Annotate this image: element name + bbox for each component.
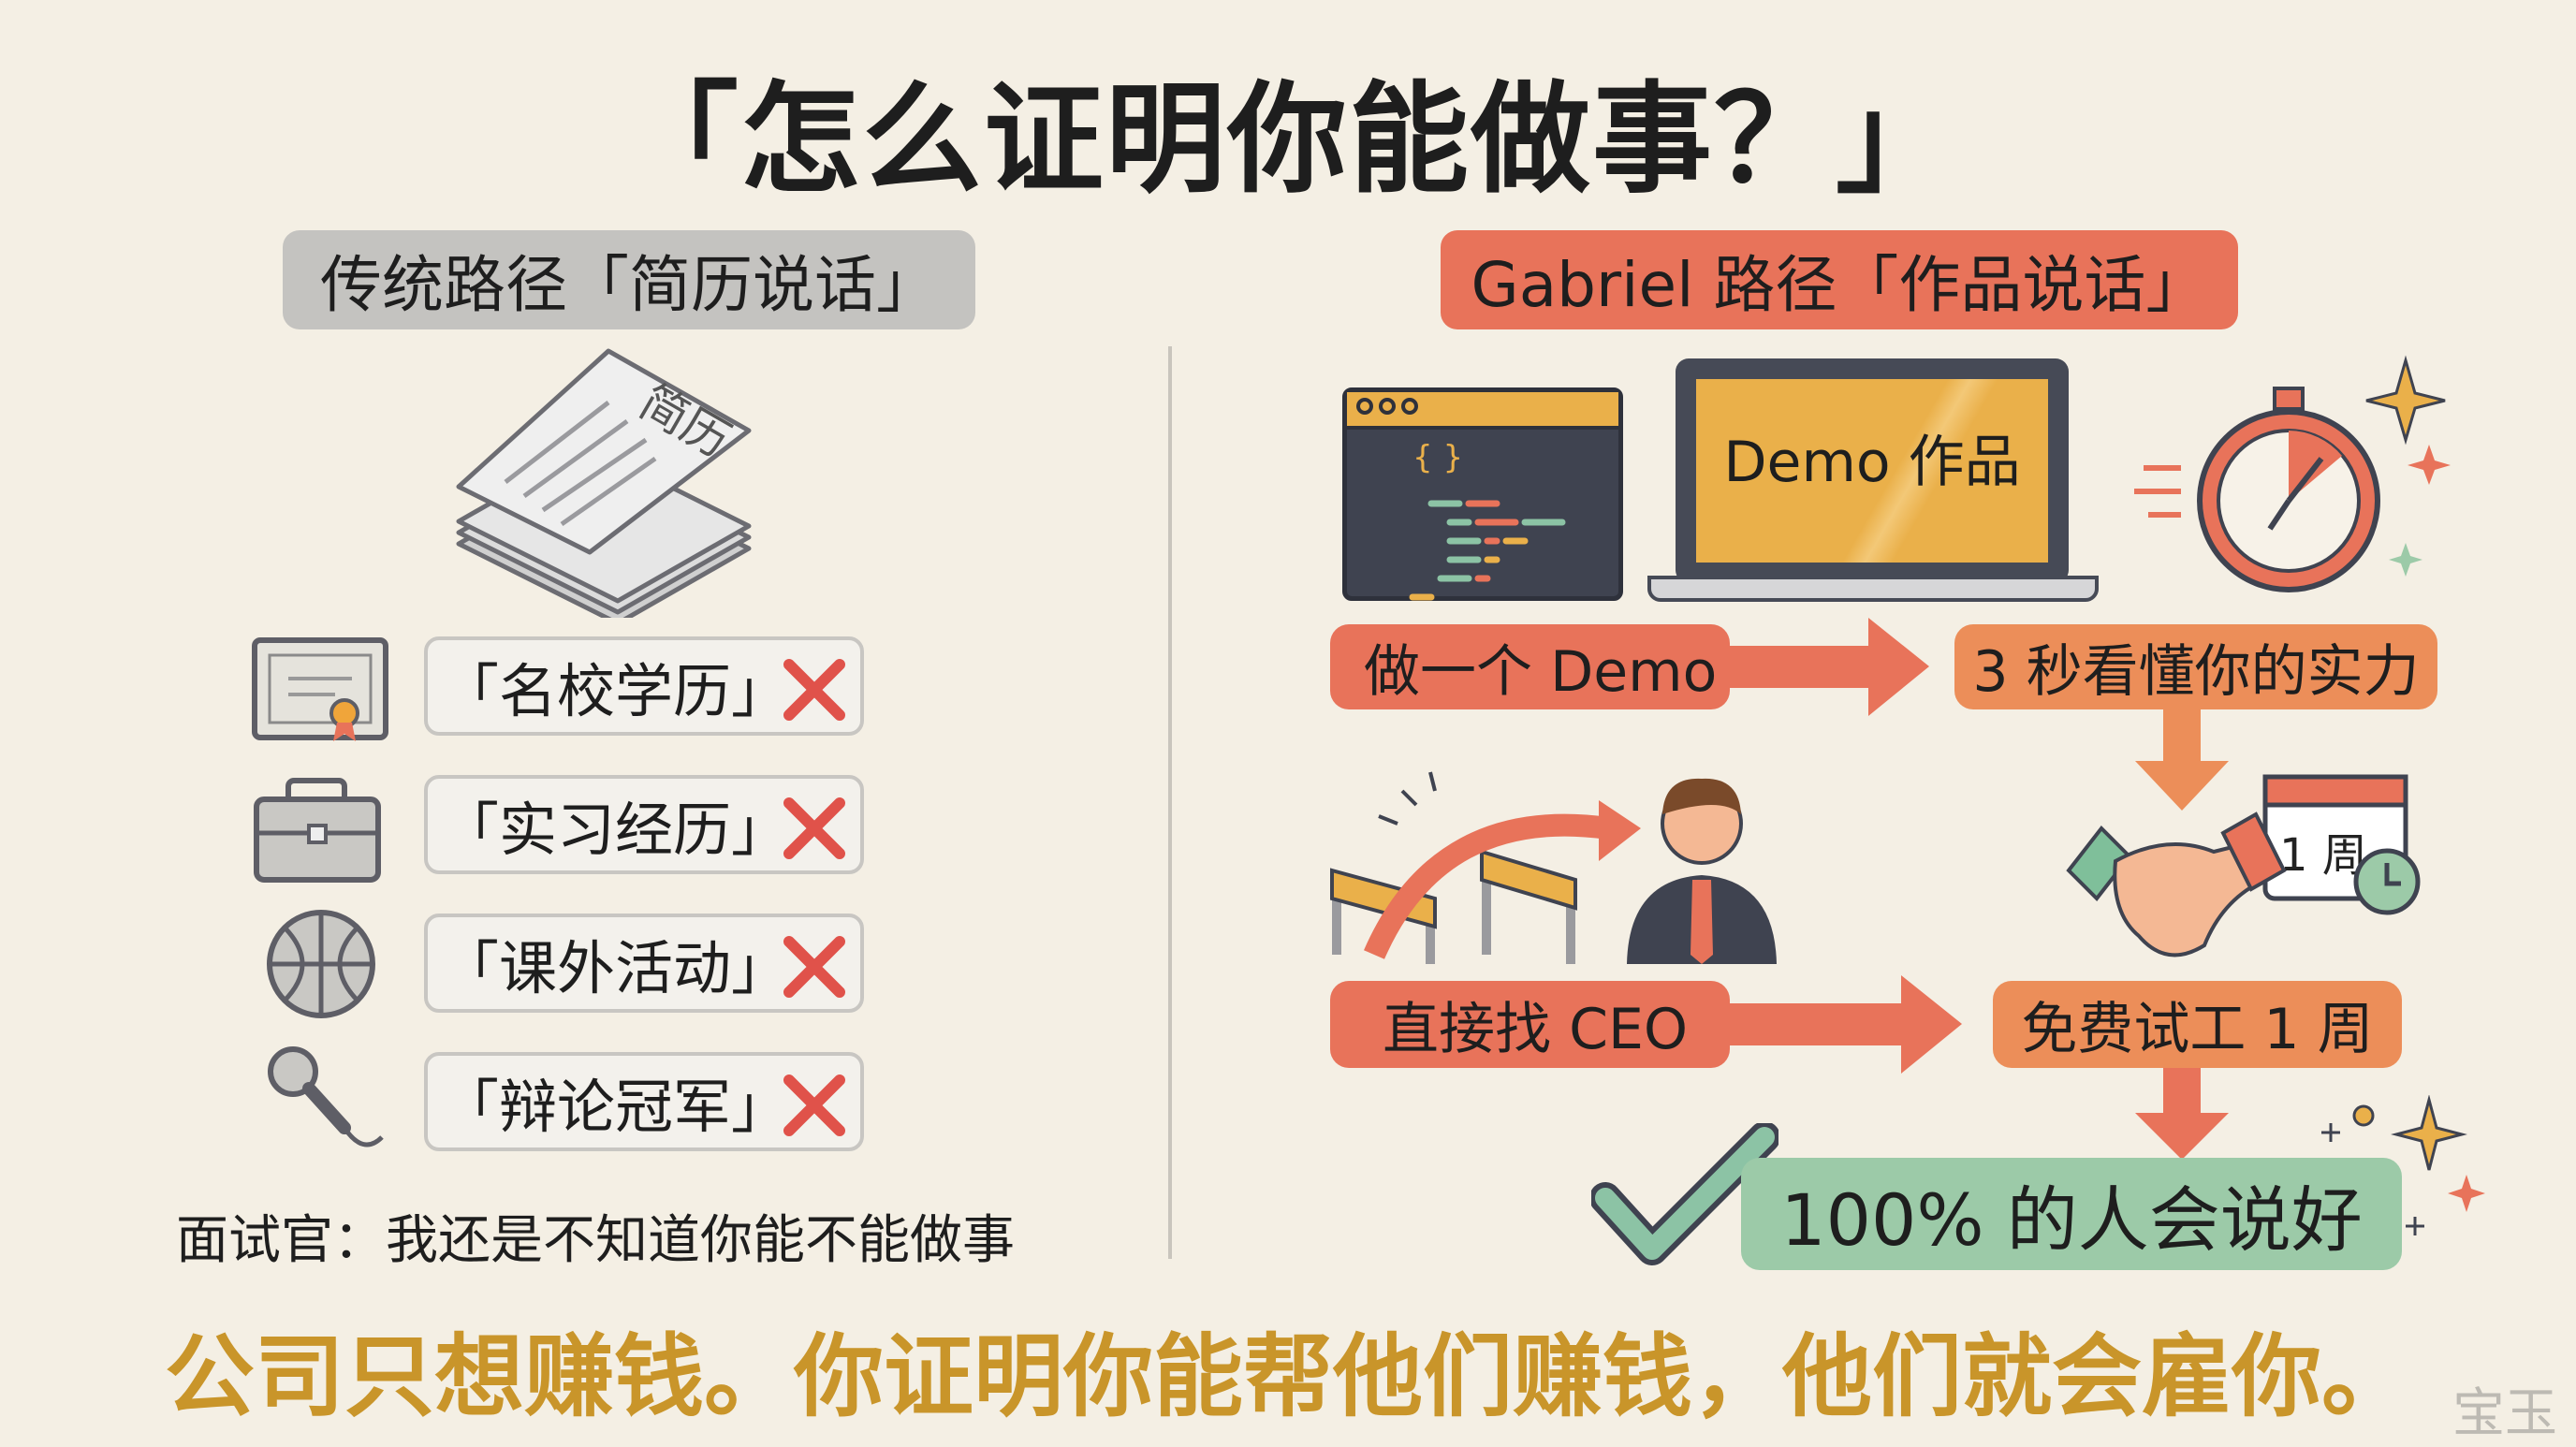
list-item: 「辩论冠军」 bbox=[424, 1052, 864, 1151]
traditional-path-header: 传统路径「简历说话」 bbox=[283, 230, 975, 329]
list-item: 「课外活动」 bbox=[424, 914, 864, 1013]
page-title: 「怎么证明你能做事？」 bbox=[618, 70, 1957, 210]
step-find-ceo: 直接找 CEO bbox=[1330, 981, 1730, 1068]
item-label: 「课外活动」 bbox=[441, 934, 790, 1002]
step-3s-understand: 3 秒看懂你的实力 bbox=[1954, 624, 2437, 709]
basketball-icon bbox=[251, 908, 391, 1020]
arrow-down-icon bbox=[2135, 1068, 2229, 1160]
checkmark-icon bbox=[1591, 1123, 1778, 1265]
code-braces: { } bbox=[1412, 439, 1464, 476]
stopwatch-icon bbox=[2097, 346, 2471, 618]
result-badge: 100% 的人会说好 bbox=[1741, 1158, 2402, 1270]
item-label: 「辩论冠军」 bbox=[441, 1073, 790, 1141]
x-mark-icon bbox=[783, 936, 845, 998]
resume-stack-icon: 简历 bbox=[449, 346, 768, 626]
watermark: 宝玉 bbox=[2452, 1383, 2557, 1444]
step-free-trial: 免费试工 1 周 bbox=[1993, 981, 2402, 1068]
item-label: 「实习经历」 bbox=[441, 796, 790, 864]
item-label: 「名校学历」 bbox=[441, 657, 790, 725]
certificate-icon bbox=[251, 636, 391, 749]
x-mark-icon bbox=[783, 1074, 845, 1136]
interviewer-quote: 面试官：我还是不知道你能不能做事 bbox=[176, 1210, 1015, 1271]
list-item: 「实习经历」 bbox=[424, 775, 864, 874]
hurdles-ceo-icon bbox=[1327, 767, 1795, 973]
arrow-right-icon bbox=[1728, 618, 1929, 716]
arrow-down-icon bbox=[2135, 709, 2229, 811]
sparkle-icon bbox=[2321, 1095, 2485, 1235]
microphone-icon bbox=[251, 1044, 391, 1156]
calendar-label: 1 周 bbox=[2279, 829, 2367, 882]
demo-label: Demo 作品 bbox=[1696, 379, 2048, 563]
code-window-icon: { } bbox=[1342, 387, 1623, 601]
handshake-calendar-icon: 1 周 bbox=[2064, 758, 2438, 973]
gabriel-path-header: Gabriel 路径「作品说话」 bbox=[1441, 230, 2238, 329]
laptop-base bbox=[1647, 576, 2099, 602]
step-make-demo: 做一个 Demo bbox=[1330, 624, 1730, 709]
x-mark-icon bbox=[783, 659, 845, 721]
briefcase-icon bbox=[251, 777, 391, 889]
laptop-icon: Demo 作品 bbox=[1676, 358, 2069, 583]
divider bbox=[1168, 346, 1172, 1259]
bottom-tagline: 公司只想赚钱。你证明你能帮他们赚钱，他们就会雇你。 bbox=[165, 1324, 2411, 1429]
list-item: 「名校学历」 bbox=[424, 636, 864, 736]
x-mark-icon bbox=[783, 797, 845, 859]
arrow-right-icon bbox=[1728, 975, 1962, 1074]
